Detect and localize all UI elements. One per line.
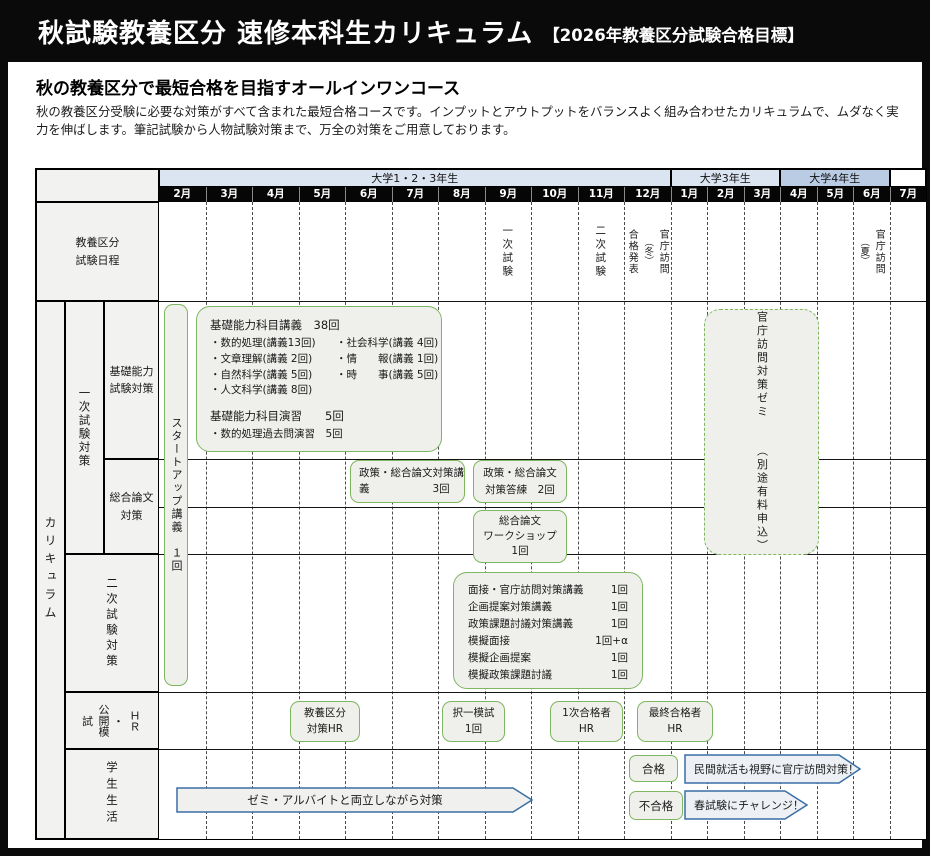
gridline [298, 202, 300, 839]
policy-essay-lecture-box: 政策・総合論文対策講 義 3回 [350, 460, 465, 503]
month-cell: 2月 [707, 187, 744, 202]
month-cell: 7月 [391, 187, 439, 202]
essay-label: 総合論文 対策 [104, 459, 159, 554]
row-divider [65, 749, 926, 750]
pass-box: 合格 [629, 755, 678, 782]
month-cell: 6月 [345, 187, 392, 202]
ministry-seminar-box: 官庁訪問対策ゼミ（別途有料申込） [704, 309, 819, 555]
lecture-item: ・時 事(講義 5回) [336, 368, 439, 381]
fail-arrow: 春試験にチャレンジ！ [684, 790, 808, 820]
month-cell: 3月 [205, 187, 253, 202]
gridline [205, 202, 207, 839]
gridline [624, 202, 625, 839]
month-header-row: 2月 3月 4月 5月 6月 7月 8月 9月 10月 11月 12月 1月 2… [159, 187, 926, 202]
lecture-item: ・情 報(講義 1回) [336, 352, 439, 365]
gridline [853, 202, 854, 839]
policy-essay-touren-box: 政策・総合論文 対策答練 2回 [473, 460, 567, 503]
month-cell: 5月 [816, 187, 854, 202]
gridline [670, 202, 672, 839]
row-divider [65, 692, 926, 693]
month-cell: 5月 [298, 187, 346, 202]
month-cell: 11月 [577, 187, 625, 202]
second-exam-box: 面接・官庁訪問対策講義 1回 企画提案対策講義 1回 政策課題討議対策講義 1回… [453, 572, 643, 689]
year-group-3: 大学3年生 [670, 169, 780, 187]
gridline [391, 202, 393, 839]
schedule-row-label: 教養区分 試験日程 [36, 202, 159, 301]
kyoyo-hr-box: 教養区分 対策HR [290, 701, 360, 742]
second-exam-item: 企画提案対策講義 1回 [468, 601, 628, 613]
arrow-shape [176, 787, 534, 813]
gridline [577, 202, 579, 839]
corner-cell [36, 169, 159, 202]
arrow-shape [684, 790, 808, 820]
fail-box: 不合格 [629, 791, 683, 820]
year-group-blank [889, 169, 926, 187]
second-exam-item: 政策課題討議対策講義 1回 [468, 618, 628, 630]
second-exam-item: 模擬面接 1回+α [468, 635, 628, 647]
page-header: 秋試験教養区分 速修本科生カリキュラム 【2026年教養区分試験合格目標】 [0, 0, 930, 62]
practice-item: ・数的処理過去問演習 5回 [210, 428, 343, 440]
month-cell: 4月 [780, 187, 817, 202]
lecture-item: ・社会科学(講義 4回) [336, 337, 439, 349]
final-pass-hr-box: 最終合格者 HR [637, 701, 713, 742]
event-first-exam: 一次試験 [501, 224, 514, 279]
second-exam-item: 面接・官庁訪問対策講義 1回 [468, 584, 628, 596]
page-title: 秋試験教養区分 速修本科生カリキュラム [38, 18, 534, 49]
student-life-banner-arrow: ゼミ・アルバイトと両立しながら対策 [176, 787, 534, 813]
lecture-item: ・自然科学(講義 5回) [210, 368, 313, 381]
month-cell: 4月 [252, 187, 299, 202]
first-pass-hr-box: 1次合格者 HR [550, 701, 623, 742]
intro-heading: 秋の教養区分で最短合格を目指すオールインワンコース [36, 79, 461, 99]
month-cell: 9月 [484, 187, 532, 202]
content-panel: 秋の教養区分で最短合格を目指すオールインワンコース 秋の教養区分受験に必要な対策… [8, 62, 927, 848]
curriculum-timeline-table: 大学1・2・3年生 大学3年生 大学4年生 2月 3月 4月 5月 6月 7月 … [35, 168, 927, 840]
intro-body: 秋の教養区分受験に必要な対策がすべて含まれた最短合格コースです。インプットとアウ… [36, 104, 899, 137]
second-exam-item: 模擬政策課題討議 1回 [468, 669, 628, 681]
event-pass-and-winter-visit: 合格発表 （冬） 官庁訪問 [626, 228, 669, 275]
second-exam-section-label: 二次試験対策 [65, 554, 159, 692]
pass-arrow: 民間就活も視野に官庁訪問対策！ [684, 754, 861, 784]
month-cell: 2月 [173, 188, 192, 200]
row-divider [104, 459, 926, 460]
month-cell: 6月 [853, 187, 890, 202]
mock-hr-section-label: 試 公開模 ・ ＨＲ [65, 692, 159, 749]
month-cell: 1月 [670, 187, 708, 202]
year-group-1-2-3: 大学1・2・3年生 [159, 169, 671, 187]
month-cell: 10月 [531, 187, 578, 202]
basic-ability-label: 基礎能力 試験対策 [104, 301, 159, 459]
gridline [438, 202, 439, 839]
arrow-shape [684, 754, 861, 784]
student-life-label: 学生生活 [65, 749, 159, 839]
month-cell: 7月 [889, 187, 927, 202]
takuitsu-mock-box: 択一模試 1回 [442, 701, 505, 742]
curriculum-row-label: カリキュラム [36, 301, 65, 839]
second-exam-item: 模擬企画提案 1回 [468, 652, 628, 664]
row-divider [159, 507, 926, 508]
page-goal: 【2026年教養区分試験合格目標】 [543, 26, 804, 45]
basic-ability-box: 基礎能力科目講義 38回 ・数的処理(講義13回) ・文章理解(講義 2回) ・… [196, 306, 442, 452]
month-cell: 8月 [438, 187, 485, 202]
first-exam-section-label: 一次試験対策 [65, 301, 104, 554]
essay-workshop-box: 総合論文 ワークショップ 1回 [473, 510, 567, 563]
gridline [345, 202, 346, 839]
row-divider [36, 301, 926, 302]
event-summer-visit: （夏） 官庁訪問 [858, 228, 885, 275]
lecture-item: ・人文科学(講義 8回) [210, 384, 313, 397]
lecture-item: ・文章理解(講義 2回) [210, 352, 313, 365]
startup-lecture-box: スタートアップ講義 １回 [164, 304, 188, 686]
event-second-exam: 二次試験 [594, 224, 607, 279]
practice-title: 基礎能力科目演習 5回 [210, 409, 344, 423]
gridline [252, 202, 253, 839]
lecture-item: ・数的処理(講義13回) [210, 337, 316, 349]
month-cell: 12月 [624, 187, 671, 202]
lecture-title: 基礎能力科目講義 38回 [210, 318, 340, 332]
year-group-4: 大学4年生 [780, 169, 890, 187]
month-cell: 3月 [743, 187, 781, 202]
gridline [889, 202, 891, 839]
